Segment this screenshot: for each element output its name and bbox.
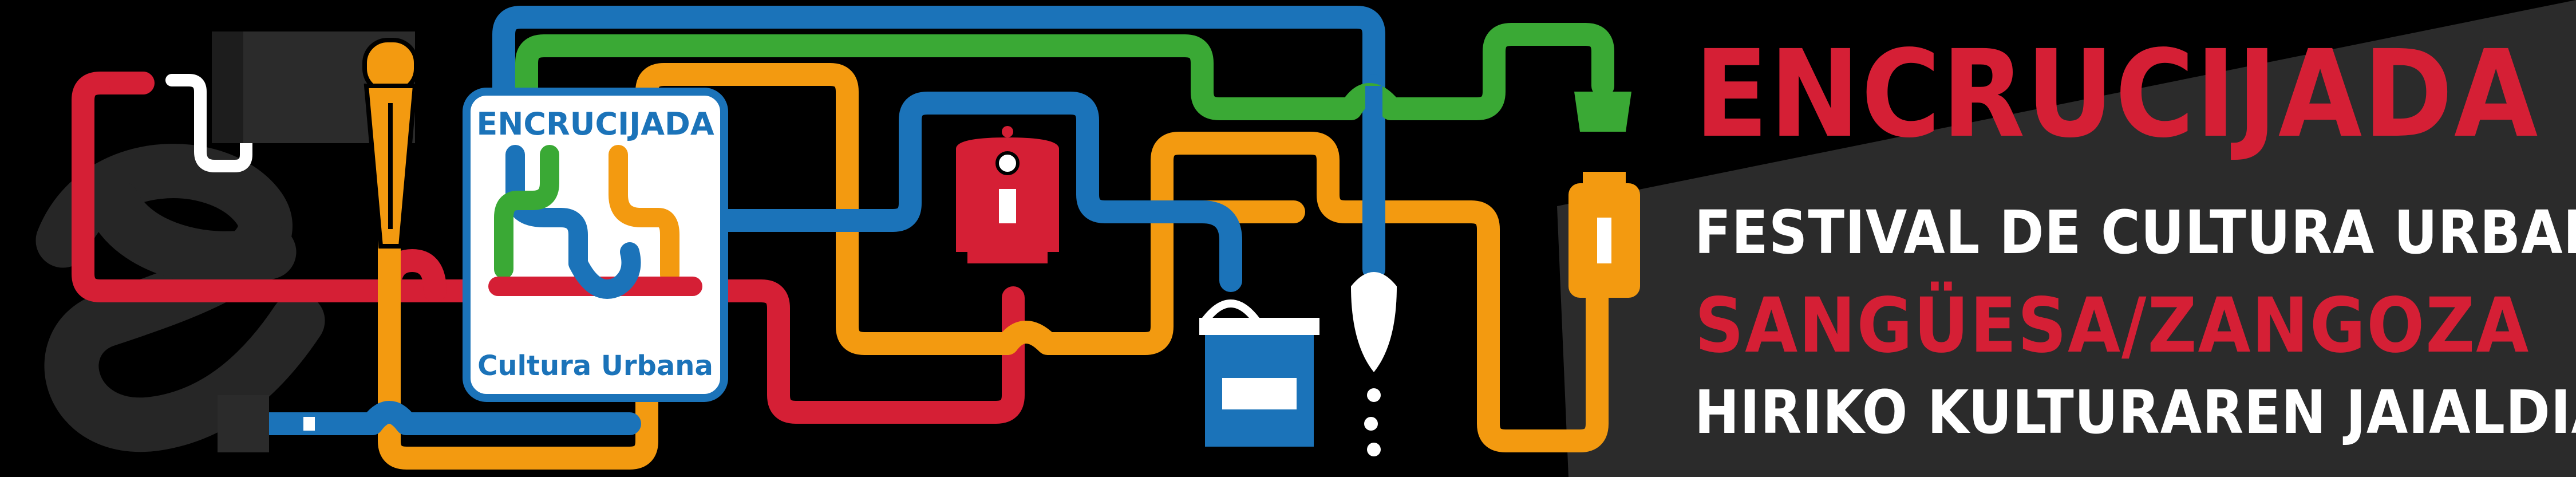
festival-tagline-eu: HIRIKO KULTURAREN JAIALDIA xyxy=(1694,377,2576,447)
logo-subtitle: Cultura Urbana xyxy=(477,350,713,382)
background-graffiti xyxy=(35,144,325,452)
festival-title: ENCRUCIJADA xyxy=(1694,24,2539,164)
festival-tagline-es: FESTIVAL DE CULTURA URBANA xyxy=(1694,198,2576,267)
hook-pipe xyxy=(165,74,252,172)
paint-bucket xyxy=(1199,299,1319,447)
title-block: ENCRUCIJADA FESTIVAL DE CULTURA URBANA S… xyxy=(1694,23,2576,458)
microphone xyxy=(362,38,418,249)
logo-title: ENCRUCIJADA xyxy=(476,106,714,142)
paint-brush-left xyxy=(218,395,315,452)
paint-brush-center xyxy=(1351,86,1397,456)
background-triangle xyxy=(1557,0,2576,477)
festival-city: SANGÜESA/ZANGOZA xyxy=(1694,282,2530,370)
logo-sign: ENCRUCIJADA Cultura Urbana xyxy=(463,88,728,402)
gray-block-edge xyxy=(212,31,243,143)
red-alarm xyxy=(956,126,1059,263)
spray-can xyxy=(1568,92,1640,298)
